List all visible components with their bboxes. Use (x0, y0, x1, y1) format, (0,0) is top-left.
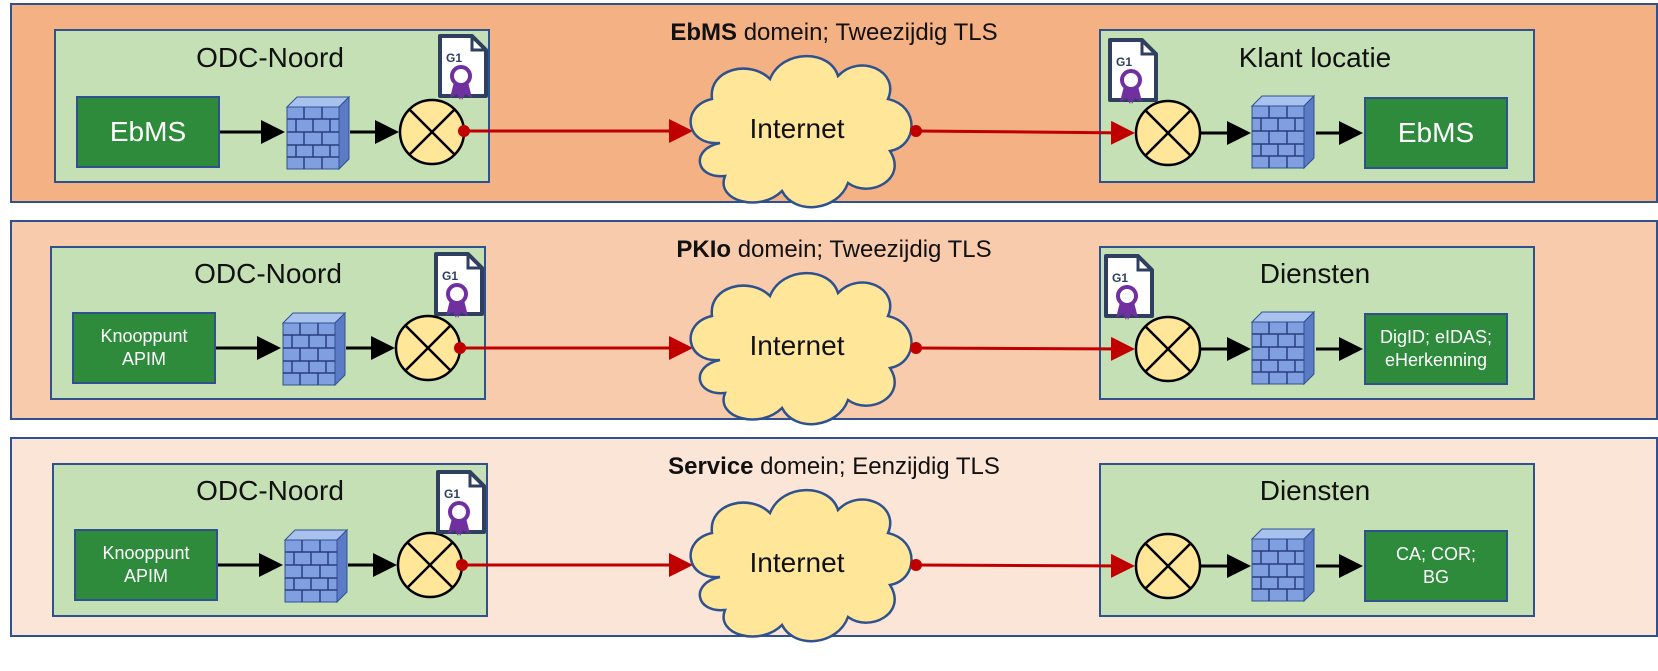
certificate-label: G1 (1112, 271, 1128, 285)
left-location-title: ODC-Noord (196, 42, 344, 73)
left-system-label: Knooppunt APIM (100, 325, 188, 369)
tls-gateway-icon (396, 531, 464, 599)
firewall-icon (1251, 311, 1315, 385)
domain-title-bold: Service (668, 453, 754, 480)
tls-gateway-icon (398, 98, 466, 166)
right-system-box: DigID; eIDAS; eHerkenning (1364, 313, 1508, 385)
right-location-title: Diensten (1259, 475, 1371, 506)
certificate-label: G1 (1116, 55, 1132, 69)
connection-endpoint (458, 125, 470, 137)
certificate-label: G1 (446, 51, 462, 65)
firewall-icon (284, 529, 348, 603)
tls-gateway-icon (1134, 532, 1202, 600)
connection-endpoint (910, 125, 922, 137)
cloud-label: Internet (749, 547, 845, 578)
firewall-icon (1251, 95, 1315, 169)
connection-endpoint (910, 559, 922, 571)
domain-title-bold: EbMS (670, 19, 738, 46)
tls-gateway-icon (394, 314, 462, 382)
connection-endpoint (454, 342, 466, 354)
row-pkio-graphics: G1 G1 (216, 252, 1363, 426)
connection-endpoint (456, 559, 468, 571)
left-system-box: Knooppunt APIM (74, 529, 218, 601)
tls-connection-line (915, 120, 1135, 145)
right-system-box: EbMS (1364, 97, 1508, 169)
left-location-title: ODC-Noord (196, 475, 344, 506)
right-system-label: DigID; eIDAS; eHerkenning (1379, 326, 1493, 370)
domain-title: EbMS domein; Tweezijdig TLS (12, 19, 1656, 47)
right-system-box: CA; COR; BG (1364, 530, 1508, 602)
certificate-label: G1 (444, 487, 460, 501)
certificate-icon (434, 252, 484, 320)
tls-connection-line (915, 553, 1135, 578)
row-ebms-graphics: G1 G1 (220, 34, 1363, 209)
certificate-icon (1104, 254, 1154, 322)
domain-title-rest: domein; Eenzijdig TLS (753, 453, 1000, 480)
cloud-label: Internet (749, 113, 845, 144)
left-system-label: EbMS (109, 115, 187, 147)
right-location-title: Diensten (1259, 258, 1371, 289)
left-location-title: ODC-Noord (194, 258, 342, 289)
certificate-icon (436, 470, 486, 538)
firewall-icon (282, 312, 346, 386)
left-system-box: Knooppunt APIM (72, 312, 216, 384)
firewall-icon (286, 96, 350, 170)
connection-endpoint (910, 342, 922, 354)
certificate-icon (1108, 38, 1158, 106)
right-system-label: CA; COR; BG (1395, 543, 1476, 587)
right-system-label: EbMS (1397, 116, 1475, 148)
domain-title: Service domein; Eenzijdig TLS (12, 453, 1656, 481)
left-system-label: Knooppunt APIM (102, 542, 190, 586)
certificate-icon (438, 34, 488, 102)
left-system-box: EbMS (76, 96, 220, 168)
cloud-label: Internet (749, 330, 845, 361)
domain-title: PKIo domein; Tweezijdig TLS (12, 236, 1656, 264)
row-service-graphics: G1 (218, 470, 1363, 643)
right-location-title: Klant locatie (1238, 42, 1392, 73)
certificate-label: G1 (442, 269, 458, 283)
domain-title-rest: domein; Tweezijdig TLS (737, 19, 998, 46)
tls-gateway-icon (1134, 99, 1202, 167)
domain-title-bold: PKIo (676, 236, 732, 263)
tls-gateway-icon (1134, 315, 1202, 383)
firewall-icon (1251, 528, 1315, 602)
domain-title-rest: domein; Tweezijdig TLS (731, 236, 992, 263)
tls-connection-line (915, 336, 1135, 361)
